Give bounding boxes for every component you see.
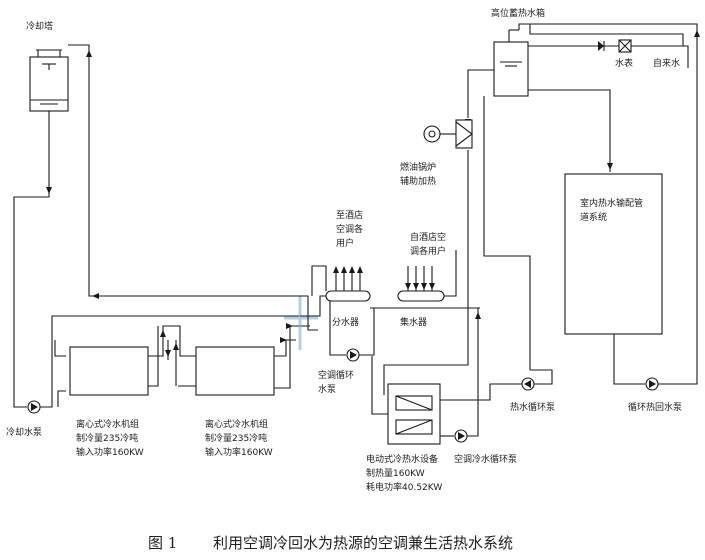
- heat-pump-unit: [387, 383, 441, 445]
- indoor-label-1: 室内热水输配管: [580, 197, 643, 209]
- distributor-label: 分水器: [332, 316, 359, 328]
- to-users-label-2: 空调各: [336, 223, 363, 235]
- tank-to-exchanger-pipe: [467, 69, 494, 118]
- ac-circulation-pump: [346, 348, 360, 362]
- water-meter: [618, 39, 632, 53]
- chiller-2-label-3: 输入功率160KW: [205, 446, 273, 458]
- chiller-2-label-1: 离心式冷水机组: [205, 418, 268, 430]
- cooling-pump-label: 冷却水泵: [6, 426, 42, 438]
- cooling-tower-label: 冷却塔: [26, 20, 53, 32]
- city-water-label: 自来水: [653, 57, 680, 69]
- chiller-2: [195, 346, 275, 396]
- chiller-1-label-1: 离心式冷水机组: [76, 418, 139, 430]
- ac-pump-label-1: 空调循环: [318, 369, 354, 381]
- collector-label: 集水器: [400, 316, 427, 328]
- chiller-1-label-2: 制冷量235冷吨: [76, 432, 138, 444]
- oil-boiler-label-2: 辅助加热: [400, 175, 436, 187]
- return-pump-label: 循环热回水泵: [628, 401, 682, 413]
- cooling-supply-pipe: [68, 44, 298, 297]
- chiller-1-label-3: 输入功率160KW: [76, 446, 144, 458]
- hot-supply-pipe: [528, 89, 611, 172]
- cooling-water-pump: [27, 400, 41, 414]
- to-users-label-1: 至酒店: [336, 209, 363, 221]
- figure-number: 图 1: [148, 534, 177, 552]
- indoor-hot-water-system: [564, 173, 663, 335]
- check-valve: [598, 41, 605, 51]
- heat-pump-label-1: 电动式冷热水设备: [366, 453, 438, 465]
- water-distributor: [325, 266, 371, 302]
- cooling-tower: [29, 49, 69, 112]
- hot-tank-label: 高位蓄热水箱: [491, 7, 545, 19]
- water-collector: [397, 266, 445, 302]
- hot-water-tank: [493, 29, 529, 97]
- indoor-label-2: 道系统: [580, 211, 607, 223]
- boiler-heat-exchanger: [455, 119, 473, 149]
- from-users-label-1: 自酒店空: [410, 231, 446, 243]
- heat-pump-label-2: 制热量160KW: [366, 467, 425, 479]
- chiller-2-label-2: 制冷量235冷吨: [205, 432, 267, 444]
- to-users-label-3: 用户: [336, 237, 354, 249]
- junction-marker: [284, 296, 318, 350]
- ac-pump-label-2: 水泵: [318, 383, 336, 395]
- figure-caption: 利用空调冷回水为热源的空调兼生活热水系统: [213, 534, 513, 552]
- hot-pump-label: 热水循环泵: [510, 401, 555, 413]
- return-circulation-pump: [645, 377, 659, 391]
- chiller-1: [69, 346, 149, 396]
- oil-boiler-label-1: 燃油锅炉: [400, 161, 436, 173]
- ac-water-pump-label: 空调冷水循环泵: [454, 453, 517, 465]
- hot-water-circulation-pump: [521, 377, 535, 391]
- water-meter-label: 水表: [615, 57, 633, 69]
- from-users-label-2: 调各用户: [410, 245, 446, 257]
- ac-chilled-water-pump: [454, 429, 468, 443]
- oil-boiler-icon: [423, 125, 441, 143]
- cooling-return-pipe: [13, 111, 50, 408]
- heat-pump-label-3: 耗电功率40.52KW: [366, 481, 442, 493]
